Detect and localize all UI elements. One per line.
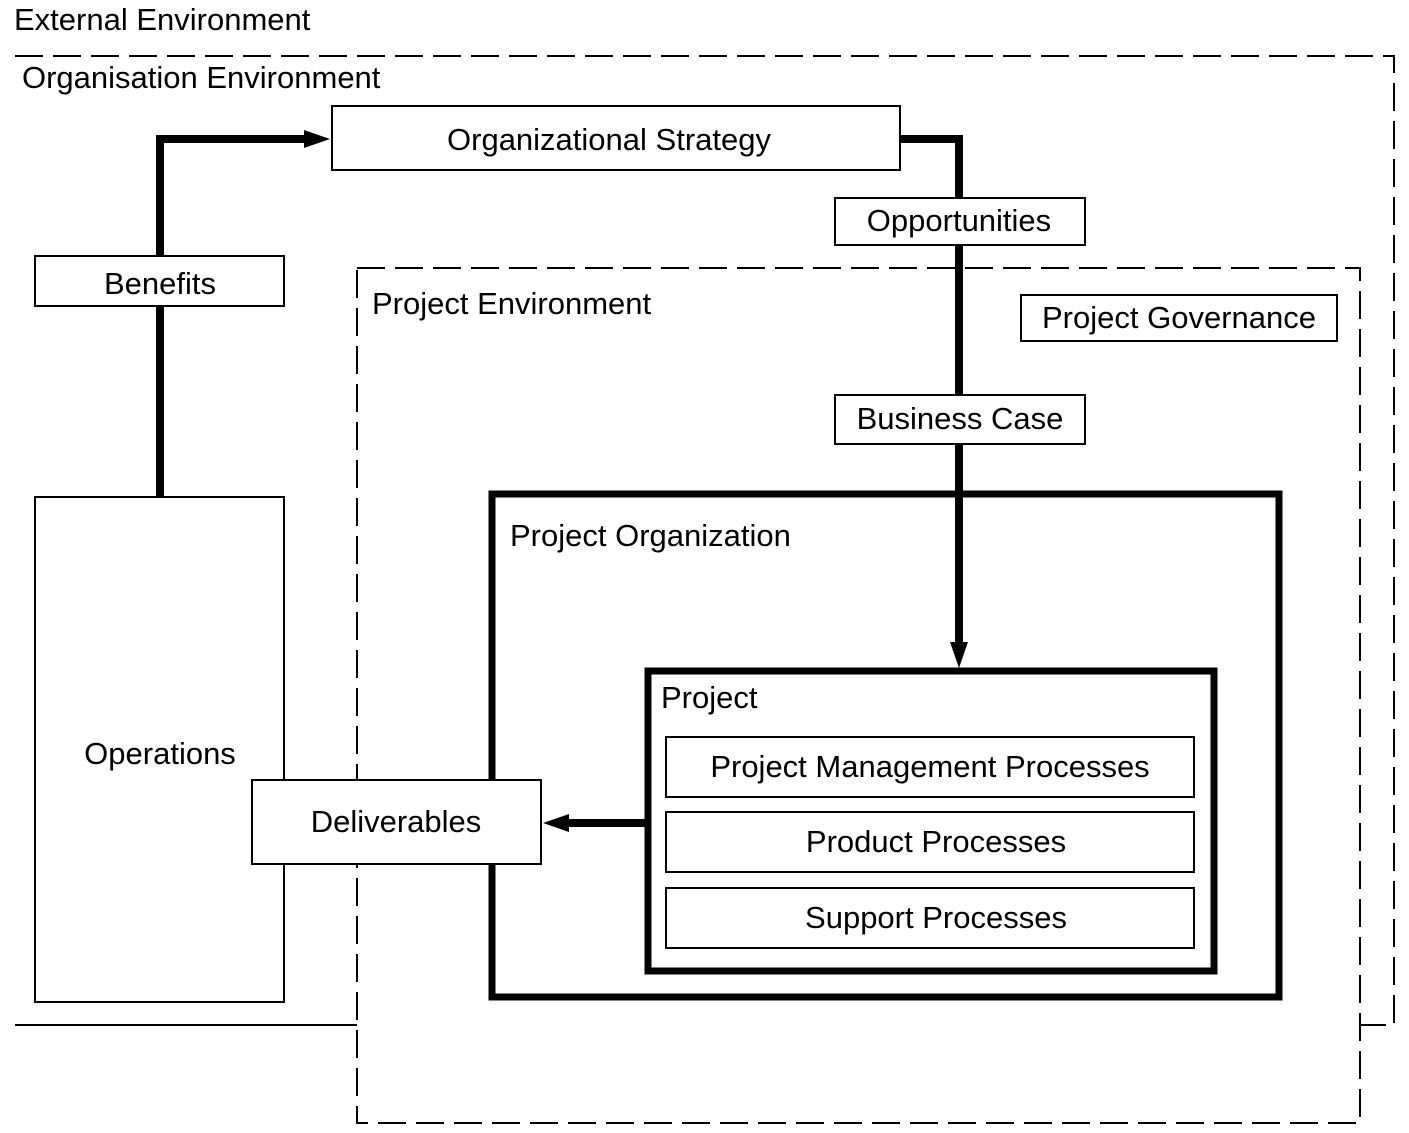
project-organization-box — [488, 490, 1283, 1001]
project-environment-label: Project Environment — [372, 286, 652, 321]
project-organization-label: Project Organization — [510, 518, 791, 553]
strategy-arrowhead — [304, 130, 330, 148]
deliverables-label: Deliverables — [311, 804, 482, 839]
product-processes-box: Product Processes — [665, 811, 1195, 873]
project-management-processes-label: Project Management Processes — [710, 749, 1149, 784]
project-management-processes-box: Project Management Processes — [665, 736, 1195, 798]
business-case-box: Business Case — [834, 394, 1086, 445]
opportunities-flow-line — [900, 135, 963, 645]
project-arrowhead — [950, 642, 968, 668]
opportunities-box: Opportunities — [834, 197, 1086, 246]
opportunities-label: Opportunities — [867, 203, 1051, 238]
product-processes-label: Product Processes — [806, 824, 1066, 859]
project-environment-boundary — [356, 267, 1361, 1124]
organizational-strategy-box: Organizational Strategy — [331, 105, 901, 171]
support-processes-box: Support Processes — [665, 887, 1195, 949]
project-governance-box: Project Governance — [1020, 294, 1338, 342]
operations-box: Operations — [34, 496, 285, 1003]
organisation-environment-label: Organisation Environment — [22, 60, 381, 95]
operations-label: Operations — [84, 736, 236, 771]
deliverables-box: Deliverables — [251, 779, 542, 865]
benefits-box: Benefits — [34, 255, 285, 307]
business-case-label: Business Case — [857, 401, 1064, 436]
benefits-label: Benefits — [104, 266, 216, 301]
project-label: Project — [661, 680, 758, 715]
organisation-environment-boundary — [15, 55, 1395, 1026]
project-governance-label: Project Governance — [1042, 300, 1316, 335]
organizational-strategy-label: Organizational Strategy — [447, 122, 771, 157]
external-environment-label: External Environment — [14, 2, 311, 37]
deliverables-arrowhead — [543, 814, 569, 832]
benefits-flow-line — [156, 135, 306, 497]
project-box — [644, 667, 1218, 975]
support-processes-label: Support Processes — [805, 900, 1067, 935]
